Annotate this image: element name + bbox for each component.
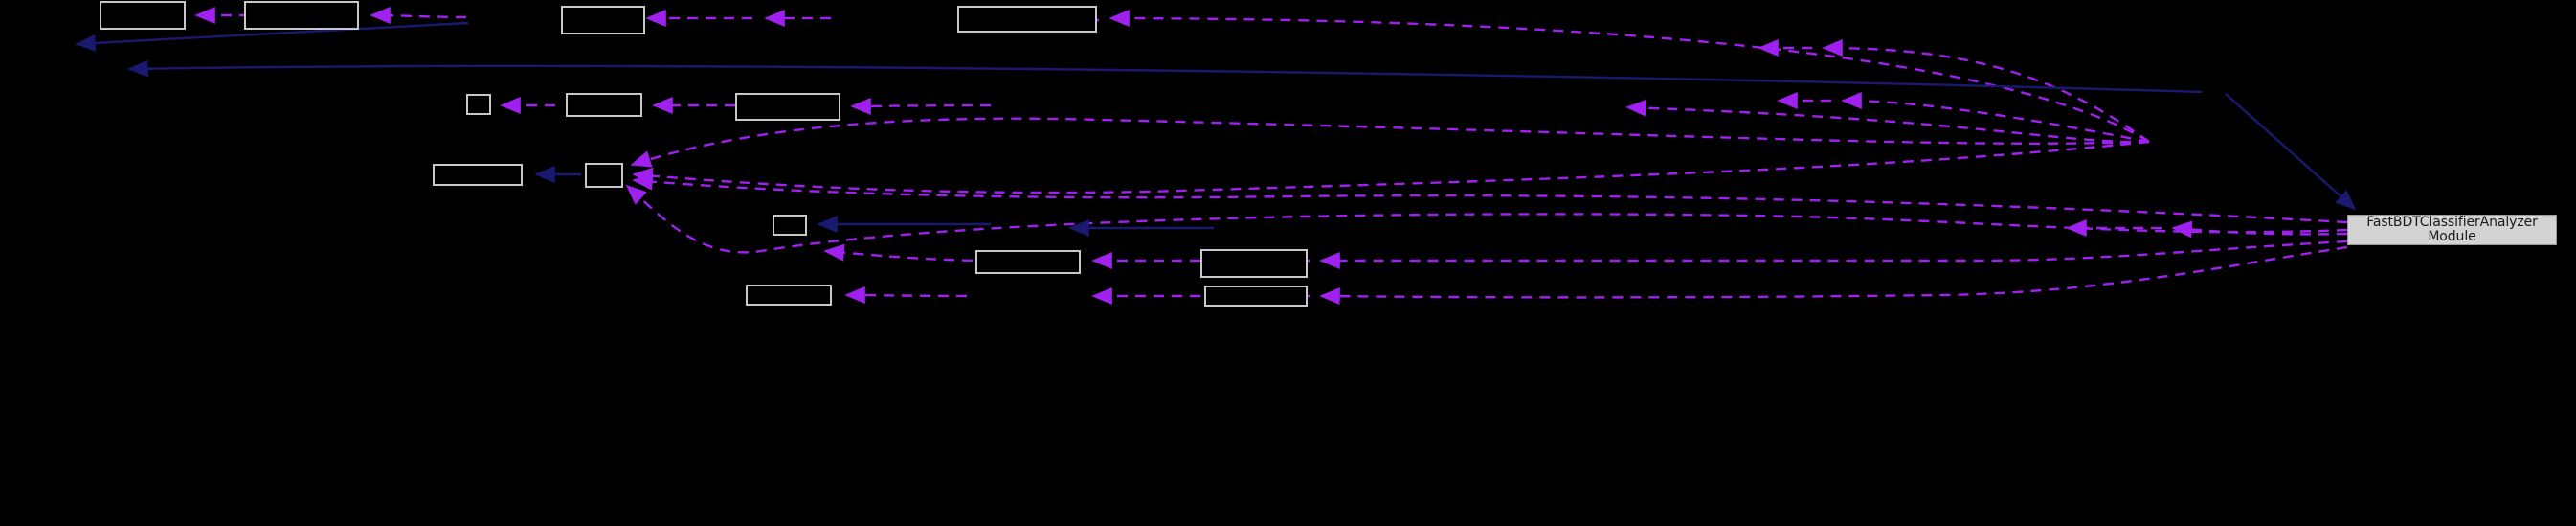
graph-node[interactable]: [773, 215, 807, 236]
graph-node[interactable]: [735, 93, 840, 121]
graph-node[interactable]: [566, 93, 642, 117]
graph-node[interactable]: [100, 1, 186, 30]
edge-dashed: [823, 243, 992, 263]
graph-node[interactable]: [975, 250, 1081, 274]
graph-node[interactable]: [433, 164, 523, 186]
edge-solid: [75, 21, 469, 52]
edge-dashed: [1319, 240, 2348, 269]
edge-dashed: [844, 286, 968, 305]
edge-solid: [127, 59, 2203, 94]
edge-dashed: [1319, 245, 2348, 306]
edge-dashed: [1841, 92, 2150, 144]
edge-dashed: [630, 117, 2150, 168]
edge-dashed: [370, 7, 467, 25]
edge-dashed: [632, 172, 2348, 224]
edge-dashed: [850, 97, 992, 115]
focus-node-label: FastBDTClassifierAnalyzer Module: [2366, 215, 2538, 244]
edge-dashed: [1822, 39, 2150, 143]
edge-solid: [2225, 93, 2357, 211]
edge-dashed: [632, 140, 2150, 194]
dashed-edge-group: [194, 6, 2348, 306]
graph-node[interactable]: [585, 163, 623, 188]
edge-dashed: [2171, 220, 2348, 239]
graph-node[interactable]: [957, 6, 1097, 33]
focus-node-fastbdtclassifieranalyzermodule[interactable]: FastBDTClassifierAnalyzer Module: [2347, 215, 2557, 245]
graph-node[interactable]: [561, 6, 645, 34]
graph-node[interactable]: [746, 285, 832, 306]
edge-dashed: [1625, 99, 2150, 144]
graph-node[interactable]: [1200, 249, 1308, 278]
graph-node[interactable]: [1204, 286, 1308, 307]
solid-edge-group: [75, 21, 2357, 237]
graph-node[interactable]: [244, 1, 359, 30]
graph-node[interactable]: [466, 94, 491, 115]
